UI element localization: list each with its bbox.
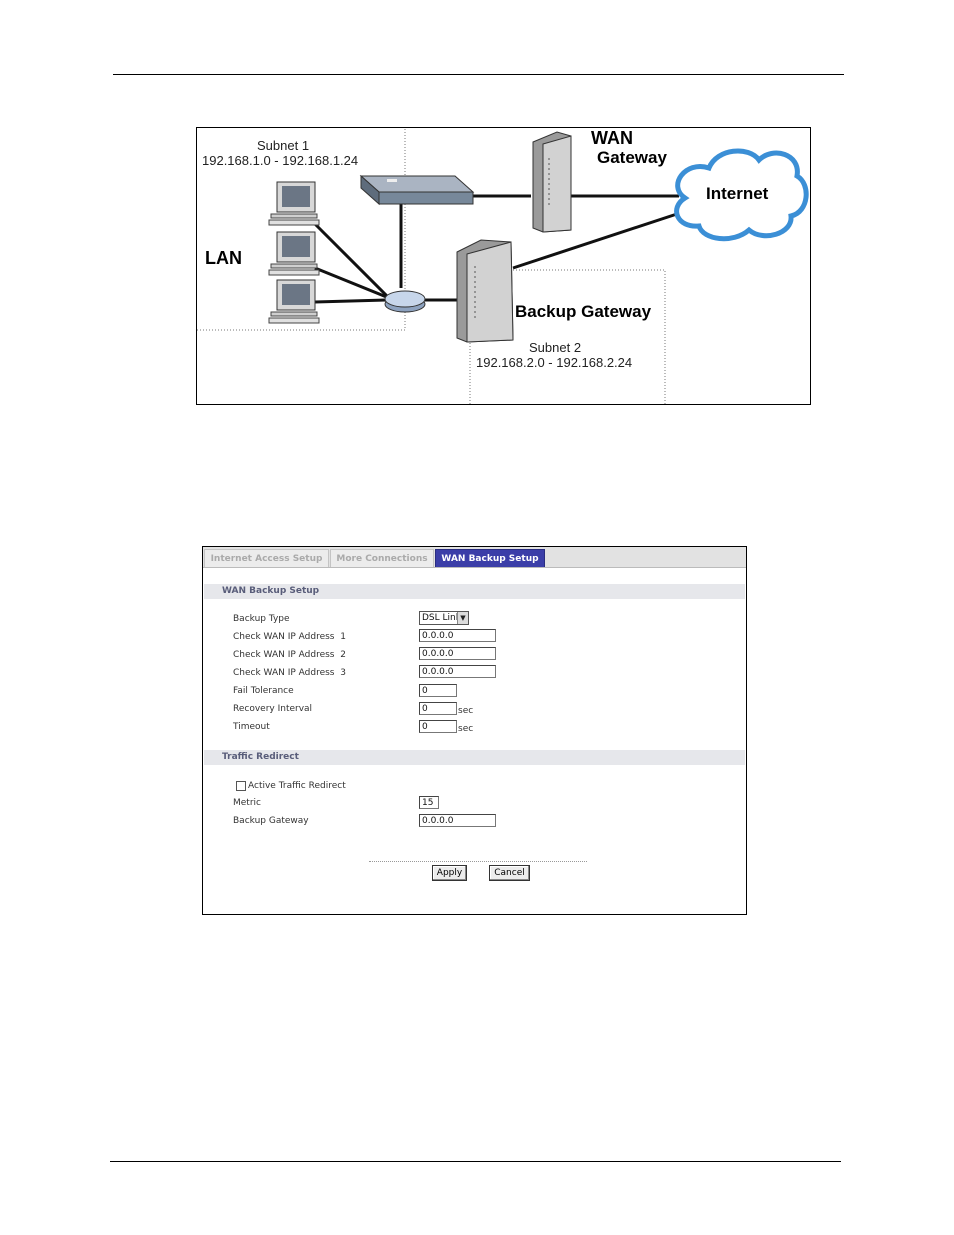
diagram-drawing [197,128,809,404]
backup-type-value: DSL Link [422,613,461,623]
button-separator [369,861,587,862]
subnet1-title: Subnet 1 [257,138,310,153]
metric-label: Metric [233,798,261,808]
timeout-input[interactable]: 0 [419,720,457,733]
fail-tolerance-label: Fail Tolerance [233,686,294,696]
wan-gateway-icon [532,131,572,233]
wan-label: WAN [591,128,633,148]
header-rule [113,74,844,75]
timeout-unit: sec [458,724,474,734]
active-traffic-redirect-checkbox[interactable] [236,781,246,791]
switch-icon [359,174,475,206]
active-traffic-redirect-label: Active Traffic Redirect [248,781,346,791]
check-wan-ip-3-label: Check WAN IP Address 3 [233,668,346,678]
tab-internet-access-setup[interactable]: Internet Access Setup [204,549,329,567]
tab-bar: Internet Access Setup More Connections W… [203,547,746,568]
backup-gateway-icon [456,239,514,343]
wan-backup-setup-screen: Internet Access Setup More Connections W… [202,546,747,915]
timeout-label: Timeout [233,722,270,732]
backup-type-label: Backup Type [233,614,290,624]
chevron-down-icon: ▼ [457,612,468,624]
tab-more-connections[interactable]: More Connections [330,549,434,567]
check-wan-ip-2-label: Check WAN IP Address 2 [233,650,346,660]
network-cables [313,194,684,304]
subnet1-range: 192.168.1.0 - 192.168.1.24 [202,153,359,168]
gateway-label: Gateway [597,148,667,167]
hub-icon [384,290,426,313]
cancel-button[interactable]: Cancel [489,865,530,881]
check-wan-ip-2-input[interactable]: 0.0.0.0 [419,647,496,660]
pc-icon-2 [268,231,320,276]
backup-type-select[interactable]: DSL Link ▼ [419,611,469,625]
tab-wan-backup-setup[interactable]: WAN Backup Setup [435,549,545,567]
footer-rule [110,1161,841,1162]
recovery-interval-input[interactable]: 0 [419,702,457,715]
check-wan-ip-1-label: Check WAN IP Address 1 [233,632,346,642]
internet-label: Internet [706,184,769,203]
internet-cloud-icon [674,148,809,242]
traffic-redirect-section-header: Traffic Redirect [204,750,745,765]
wan-backup-section-header: WAN Backup Setup [204,584,745,599]
metric-input[interactable]: 15 [419,796,439,809]
subnet2-title: Subnet 2 [529,340,582,355]
check-wan-ip-3-input[interactable]: 0.0.0.0 [419,665,496,678]
apply-button[interactable]: Apply [432,865,467,881]
wan-backup-network-diagram: Subnet 1 192.168.1.0 - 192.168.1.24 LAN … [196,127,811,405]
fail-tolerance-input[interactable]: 0 [419,684,457,697]
backup-gateway-label: Backup Gateway [515,302,652,321]
subnet2-range: 192.168.2.0 - 192.168.2.24 [476,355,633,370]
check-wan-ip-1-input[interactable]: 0.0.0.0 [419,629,496,642]
pc-icon-3 [268,279,320,324]
backup-gateway-input[interactable]: 0.0.0.0 [419,814,496,827]
backup-gateway-label: Backup Gateway [233,816,309,826]
lan-label: LAN [205,248,242,268]
recovery-interval-label: Recovery Interval [233,704,313,714]
recovery-interval-unit: sec [458,706,474,716]
pc-icon-1 [268,181,320,226]
